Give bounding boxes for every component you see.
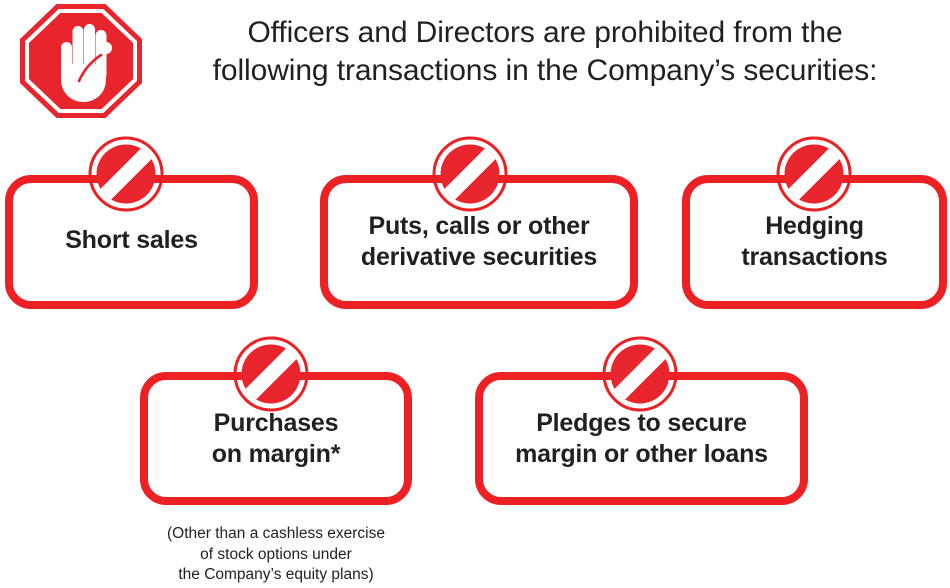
prohibition-card-derivative-securities: Puts, calls or other derivative securiti… xyxy=(320,175,638,309)
prohibition-card-label-line-1: Pledges to secure xyxy=(536,409,747,437)
no-entry-slash-icon xyxy=(432,136,508,212)
prohibition-card-label: Purchases on margin* xyxy=(148,408,404,470)
page-title-line-1: Officers and Directors are prohibited fr… xyxy=(247,16,843,49)
margin-footnote-line-1: (Other than a cashless exercise xyxy=(167,525,385,542)
page-title: Officers and Directors are prohibited fr… xyxy=(150,14,940,91)
stop-hand-octagon-icon xyxy=(18,2,144,120)
prohibition-card-label-line-2: derivative securities xyxy=(360,243,598,271)
no-entry-slash-icon xyxy=(602,336,678,412)
prohibition-card-label-line-1: Puts, calls or other xyxy=(368,212,590,240)
margin-footnote-line-3: the Company’s equity plans) xyxy=(178,566,374,584)
prohibition-card-label-line-2: transactions xyxy=(741,243,888,271)
prohibition-card-label-line-1: Hedging xyxy=(765,212,864,240)
no-entry-slash-icon xyxy=(88,136,164,212)
prohibition-card-label: Pledges to secure margin or other loans xyxy=(483,408,800,470)
prohibition-card-pledges-to-secure-loans: Pledges to secure margin or other loans xyxy=(475,372,808,505)
no-entry-slash-icon xyxy=(233,336,309,412)
prohibition-card-purchases-on-margin: Purchases on margin* xyxy=(140,372,412,505)
margin-footnote: (Other than a cashless exercise of stock… xyxy=(140,524,412,586)
prohibition-card-label-line-2: margin or other loans xyxy=(515,440,768,468)
prohibition-card-label: Puts, calls or other derivative securiti… xyxy=(328,211,630,273)
no-entry-slash-icon xyxy=(776,136,852,212)
prohibition-card-label-line-1: Short sales xyxy=(65,226,198,254)
page-title-line-2: following transactions in the Company’s … xyxy=(212,54,878,88)
prohibition-card-label-line-1: Purchases xyxy=(213,409,339,437)
prohibition-card-label: Hedging transactions xyxy=(690,211,939,273)
prohibition-card-label-line-2: on margin* xyxy=(211,440,341,468)
margin-footnote-line-2: of stock options under xyxy=(200,545,352,563)
prohibition-card-label: Short sales xyxy=(13,225,250,256)
